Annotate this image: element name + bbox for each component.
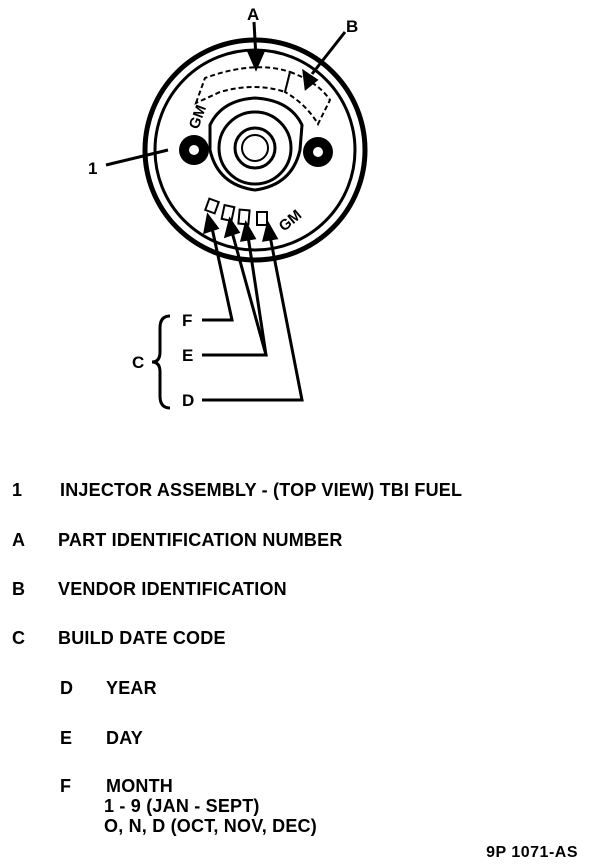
- date-code-boxes: [203, 197, 268, 226]
- legend-text: MONTH: [106, 776, 173, 796]
- legend-text: YEAR: [106, 678, 157, 698]
- legend-key: F: [60, 776, 72, 796]
- gm-logo-lower: GM: [276, 207, 305, 236]
- callout-d: D: [182, 391, 194, 410]
- brace-c: [151, 314, 171, 410]
- mounting-hole-left: [179, 135, 209, 165]
- leader-line-f: [202, 212, 234, 322]
- legend-text: BUILD DATE CODE: [58, 628, 226, 648]
- part-id-region: [194, 66, 292, 105]
- legend-text: INJECTOR ASSEMBLY - (TOP VIEW) TBI FUEL: [60, 480, 463, 500]
- legend-key: A: [12, 530, 26, 550]
- leader-line-1: [105, 148, 169, 167]
- legend-subtext: 1 - 9 (JAN - SEPT): [104, 796, 260, 816]
- legend-key: 1: [12, 480, 23, 500]
- callout-b: B: [346, 17, 358, 36]
- injector-center-boss: [208, 96, 304, 192]
- legend-text: VENDOR IDENTIFICATION: [58, 579, 287, 599]
- legend-text: PART IDENTIFICATION NUMBER: [58, 530, 343, 550]
- leader-line-a: [246, 21, 266, 72]
- leader-line-b: [302, 31, 347, 91]
- legend-key: D: [60, 678, 74, 698]
- leader-line-e: [202, 216, 268, 357]
- callout-1: 1: [88, 159, 97, 178]
- legend-text: DAY: [106, 728, 143, 748]
- injector-diagram: GM GM 1 A B F E D C: [88, 5, 368, 410]
- legend-key: E: [60, 728, 73, 748]
- callout-c: C: [132, 353, 144, 372]
- legend-subtext: O, N, D (OCT, NOV, DEC): [104, 816, 317, 836]
- callout-a: A: [247, 5, 259, 24]
- callout-e: E: [182, 346, 193, 365]
- callout-f: F: [182, 311, 192, 330]
- legend-key: C: [12, 628, 26, 648]
- legend-key: B: [12, 579, 26, 599]
- mounting-hole-right: [303, 137, 333, 167]
- leader-line-d: [202, 220, 304, 402]
- figure-id: 9P 1071-AS: [486, 844, 578, 861]
- gm-logo-upper: GM: [186, 103, 210, 132]
